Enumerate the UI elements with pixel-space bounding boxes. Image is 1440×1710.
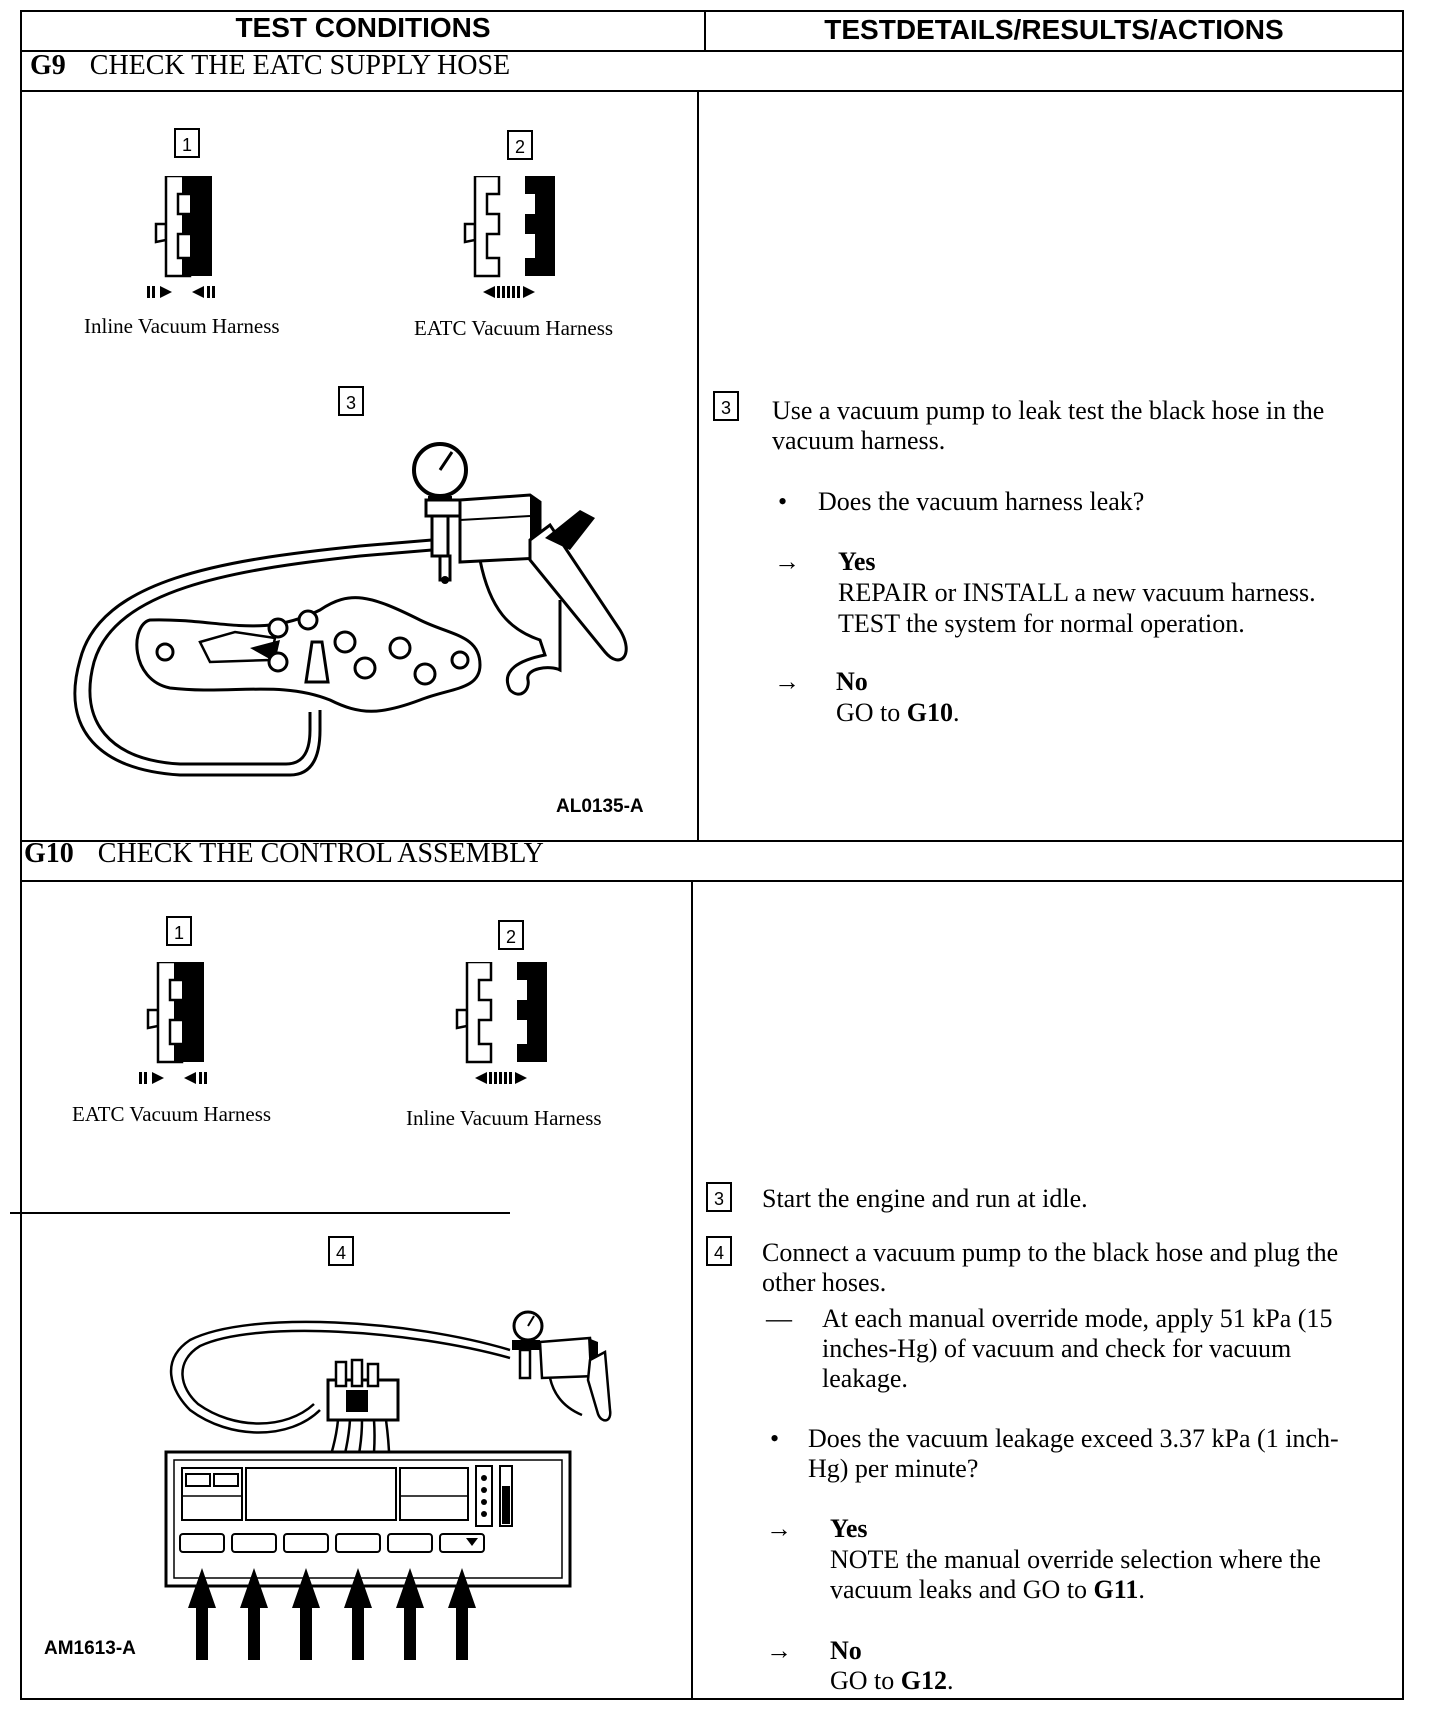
g9-yes-label: Yes <box>838 547 876 576</box>
table-right-border <box>1402 10 1404 1700</box>
g9-no-arrow: → <box>774 667 800 696</box>
g9-column-divider <box>697 90 699 840</box>
g10-override-instruction: At each manual override mode, apply 51 k… <box>822 1304 1333 1393</box>
g9-no-suffix: . <box>953 698 960 727</box>
g9-no-target-link[interactable]: G10 <box>906 698 954 727</box>
g9-step-2-box: 2 <box>507 130 533 160</box>
g10-question-bullet: • <box>770 1424 780 1453</box>
g10-yes-action: NOTE the manual override selection where… <box>830 1545 1370 1605</box>
g10-yes-prefix: NOTE the manual override selection where… <box>830 1545 1321 1604</box>
g9-section-name: CHECK THE EATC SUPPLY HOSE <box>89 50 511 81</box>
g9-vacuum-pump-illustration <box>73 442 628 777</box>
g10-caption-inline-harness: Inline Vacuum Harness <box>406 1106 602 1130</box>
g10-title-top-border <box>20 840 1404 842</box>
g10-step-4-instruction: Connect a vacuum pump to the black hose … <box>762 1238 1339 1297</box>
header-bottom-border <box>20 50 1404 52</box>
g9-step-3-box: 3 <box>338 386 364 416</box>
g10-no-action: GO to G12. <box>830 1666 954 1696</box>
g10-section-id: G10 <box>24 838 74 869</box>
g10-figure-separator <box>10 1212 510 1214</box>
g10-question: Does the vacuum leakage exceed 3.37 kPa … <box>808 1424 1339 1483</box>
header-test-details: TESTDETAILS/RESULTS/ACTIONS <box>824 14 1284 45</box>
g9-right-step-3-box: 3 <box>713 391 739 421</box>
g10-step-3-instruction: Start the engine and run at idle. <box>762 1184 1088 1213</box>
g9-no-label: No <box>836 667 868 696</box>
table-top-border <box>20 10 1404 12</box>
g10-right-step-4-box: 4 <box>706 1236 732 1266</box>
g10-no-label: No <box>830 1636 862 1665</box>
g10-no-arrow: → <box>766 1636 792 1665</box>
g10-eatc-connector-joined-icon <box>137 962 210 1102</box>
g9-inline-connector-joined-icon <box>145 176 218 316</box>
g10-section-name: CHECK THE CONTROL ASSEMBLY <box>97 838 544 869</box>
header-column-divider <box>704 10 706 50</box>
g9-step-1-box: 1 <box>174 128 200 158</box>
g9-section-title: G9 CHECK THE EATC SUPPLY HOSE <box>30 50 510 82</box>
g10-right-step-3-box: 3 <box>706 1182 732 1212</box>
g9-no-prefix: GO to <box>836 698 907 727</box>
g10-dash: — <box>766 1304 792 1333</box>
g9-caption-eatc-harness: EATC Vacuum Harness <box>414 316 614 340</box>
g10-step-1-box: 1 <box>166 916 192 946</box>
g9-section-id: G9 <box>30 50 66 81</box>
g10-inline-connector-separated-icon <box>455 962 549 1086</box>
g10-section-title: G10 CHECK THE CONTROL ASSEMBLY <box>24 838 544 870</box>
g9-no-action: GO to G10. <box>836 698 960 728</box>
g9-caption-inline-harness: Inline Vacuum Harness <box>84 314 280 338</box>
g9-question: Does the vacuum harness leak? <box>818 487 1145 516</box>
g10-yes-arrow: → <box>766 1514 792 1543</box>
table-left-border <box>20 10 22 1700</box>
g10-yes-label: Yes <box>830 1514 868 1543</box>
g10-no-target-link[interactable]: G12 <box>900 1666 948 1695</box>
table-bottom-border <box>20 1698 1404 1700</box>
g9-question-bullet: • <box>778 487 788 516</box>
g9-yes-action-1: REPAIR or INSTALL a new vacuum harness. <box>838 578 1316 607</box>
g10-caption-eatc-harness: EATC Vacuum Harness <box>72 1102 272 1126</box>
g10-title-bottom-border <box>20 880 1404 882</box>
g9-eatc-connector-separated-icon <box>463 176 557 300</box>
g10-control-assembly-illustration <box>164 1310 612 1660</box>
g10-no-suffix: . <box>947 1666 954 1695</box>
g10-column-divider <box>691 880 693 1700</box>
g9-instruction: Use a vacuum pump to leak test the black… <box>772 396 1325 455</box>
g10-step-4-box: 4 <box>328 1236 354 1266</box>
g9-title-bottom-border <box>20 90 1404 92</box>
g10-no-prefix: GO to <box>830 1666 901 1695</box>
g9-yes-arrow: → <box>774 547 800 576</box>
g10-yes-suffix: . <box>1138 1575 1145 1604</box>
g10-step-2-box: 2 <box>498 920 524 950</box>
header-test-conditions: TEST CONDITIONS <box>235 12 491 43</box>
g9-figure-id: AL0135-A <box>556 796 644 817</box>
g10-figure-id: AM1613-A <box>44 1638 136 1659</box>
g10-yes-target-link[interactable]: G11 <box>1093 1575 1139 1604</box>
g9-yes-action-2: TEST the system for normal operation. <box>838 609 1245 638</box>
